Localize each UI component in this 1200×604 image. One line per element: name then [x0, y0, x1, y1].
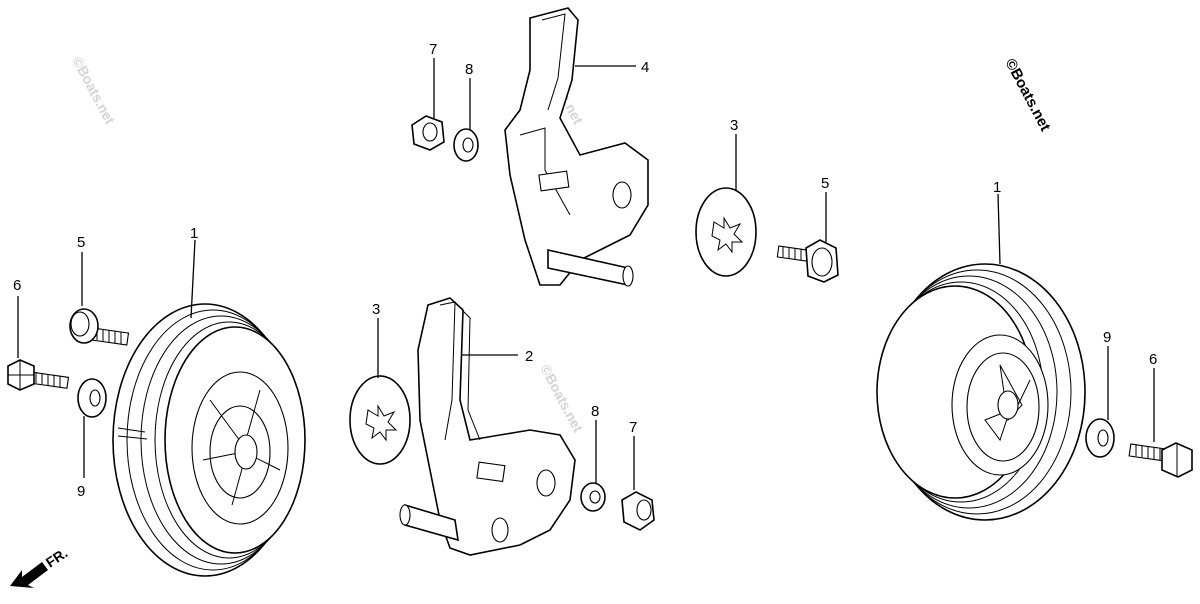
- callout-7-right: 7: [429, 41, 437, 58]
- right-bracket-4: [504, 7, 649, 287]
- callout-8-right: 8: [465, 61, 473, 78]
- callout-5-left: 5: [77, 234, 85, 251]
- callout-6-right: 6: [1149, 351, 1157, 368]
- callout-1-left: 1: [190, 225, 198, 242]
- callout-4: 4: [641, 59, 649, 76]
- left-hub-cap-3: [349, 375, 411, 465]
- right-hub-cap-3: [695, 187, 757, 277]
- left-bolt-6: [7, 359, 70, 391]
- front-direction-label: FR.: [43, 545, 71, 571]
- callout-3-left: 3: [372, 301, 380, 318]
- callout-2: 2: [525, 348, 533, 365]
- callout-3-right: 3: [730, 117, 738, 134]
- callout-9-right: 9: [1103, 329, 1111, 346]
- watermark-faint: ©Boats.net: [69, 54, 118, 127]
- front-direction-arrow-icon: [10, 562, 48, 588]
- left-nut-7: [621, 491, 655, 531]
- left-bracket-2: [399, 297, 576, 556]
- right-bolt-5: [776, 239, 839, 283]
- callout-6-left: 6: [13, 277, 21, 294]
- watermark: ©Boats.net: [1001, 56, 1053, 134]
- right-washer-8: [453, 128, 479, 162]
- watermark-faint: ©Boats.net: [537, 362, 586, 435]
- left-washer-8: [580, 482, 606, 512]
- callout-9-left: 9: [77, 483, 85, 500]
- left-bolt-5: [69, 308, 130, 346]
- right-nut-7: [411, 115, 445, 151]
- leader-lines: [17, 58, 1155, 490]
- left-wheel: [112, 303, 306, 577]
- callout-8-left: 8: [591, 403, 599, 420]
- left-washer-9: [77, 378, 107, 418]
- right-bolt-6: [1128, 442, 1193, 478]
- callout-7-left: 7: [629, 419, 637, 436]
- callout-5-right: 5: [821, 175, 829, 192]
- right-wheel: [876, 263, 1086, 521]
- right-washer-9: [1085, 418, 1115, 458]
- callout-1-right: 1: [993, 179, 1001, 196]
